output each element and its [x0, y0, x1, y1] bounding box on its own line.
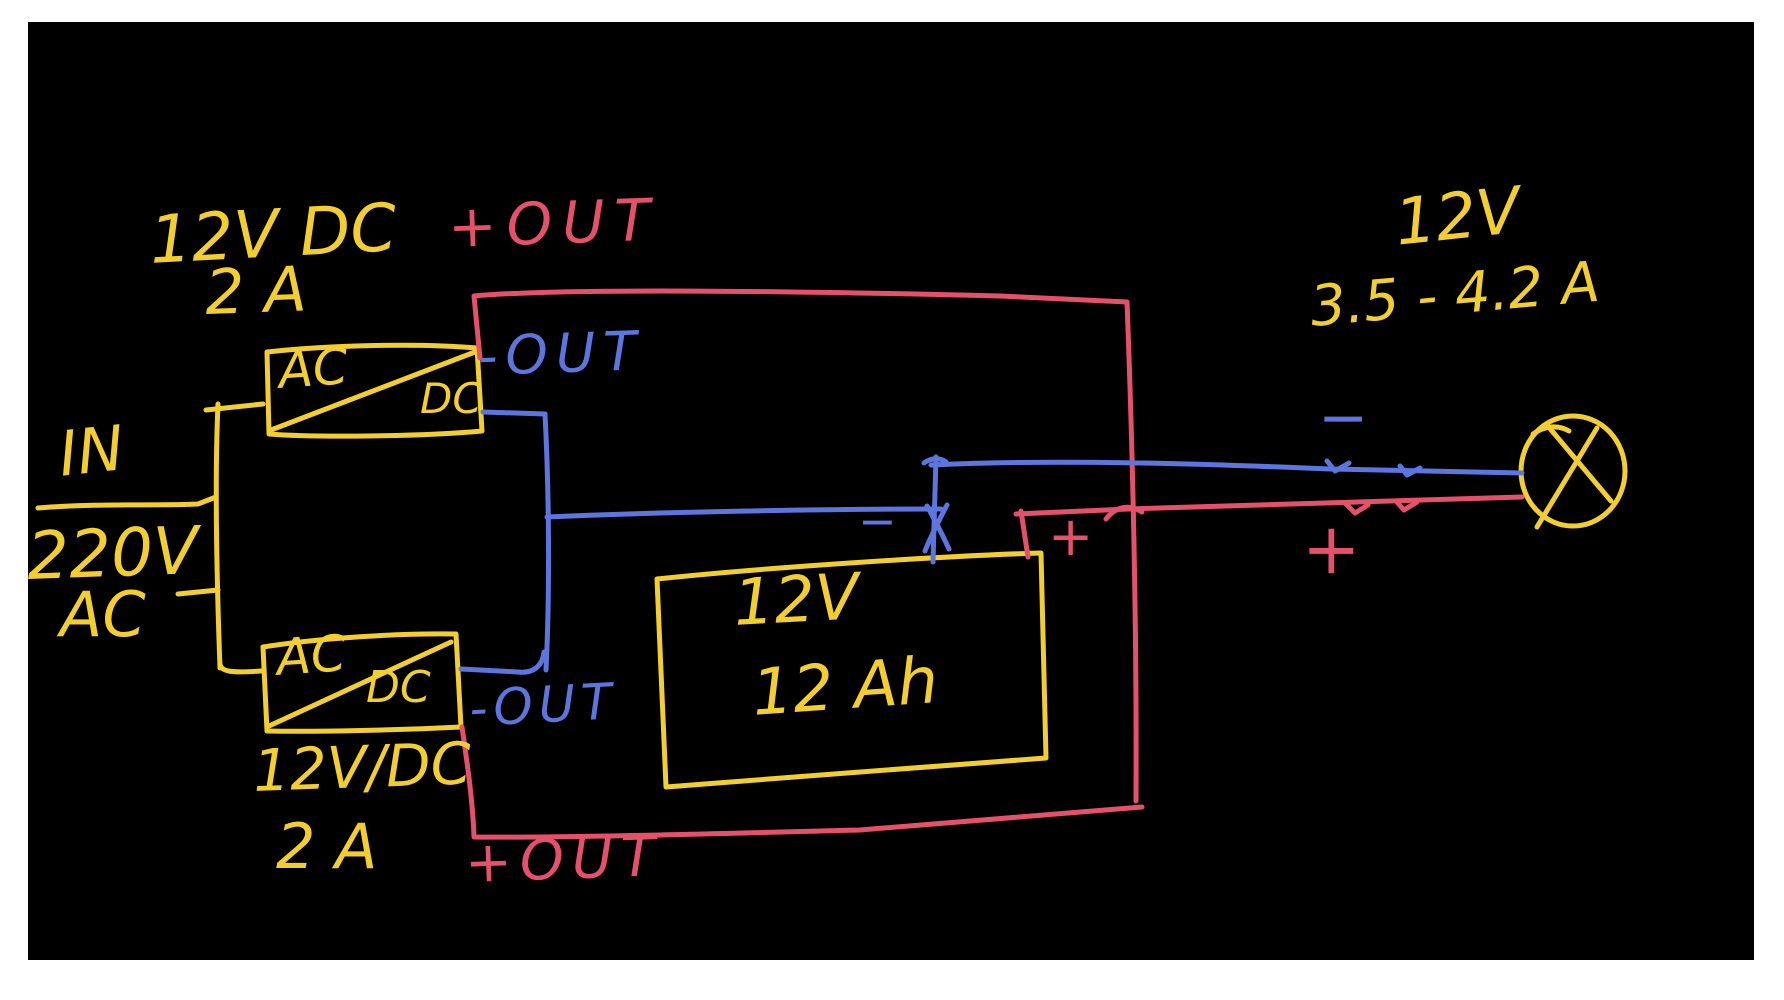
converter-top-rating-current: 2 A	[203, 252, 308, 329]
wire-minus-branch	[544, 506, 944, 520]
lamp-voltage: 12V	[1391, 173, 1524, 261]
wire-plus-top	[471, 288, 1130, 361]
lamp-minus-sign: −	[1318, 383, 1369, 453]
converter-bottom-dc-port: DC	[366, 662, 431, 713]
wire-plus-bottom	[459, 724, 1145, 840]
negative-wiring	[458, 409, 1525, 675]
input-elbow-bottom	[217, 661, 264, 675]
converter-top-minus-out-label: -OUT	[476, 319, 646, 388]
battery-capacity: 12 Ah	[749, 644, 941, 731]
positive-wiring	[459, 288, 1525, 840]
battery-plus-sign: +	[1048, 505, 1094, 568]
battery-box-outline	[654, 550, 1049, 790]
wire-plus-to-lamp	[1013, 494, 1525, 517]
wire-plus-tick-2	[1393, 498, 1420, 513]
lamp-symbol	[1518, 413, 1628, 530]
converter-top-ac-port: AC	[276, 337, 350, 400]
wire-minus-tick-1	[1324, 458, 1352, 474]
converter-top-box	[264, 342, 485, 439]
converter-bottom-plus-out-label: +OUT	[463, 824, 665, 896]
lamp-x-hook	[1530, 424, 1572, 437]
battery-minus-scribble-1	[930, 454, 939, 565]
input-wiring	[35, 401, 266, 675]
converter-top-diagonal	[268, 349, 478, 433]
wire-plus-battery-stub	[1018, 508, 1031, 560]
power-input-type: AC	[60, 578, 146, 651]
lamp-x-stroke-1	[1544, 422, 1614, 504]
input-stub-220v	[175, 587, 221, 597]
wire-minus-to-lamp	[928, 459, 1525, 476]
input-elbow-top	[203, 401, 266, 413]
input-bus-vertical	[213, 401, 223, 671]
battery-minus-sign: −	[858, 494, 897, 548]
converter-bottom-rating-voltage: 12V/DC	[251, 729, 473, 805]
converter-top-plus-out-label: +OUT	[446, 185, 662, 261]
battery-minus-scribble-3	[922, 502, 950, 554]
wire-minus-vertical	[542, 411, 552, 673]
wire-minus-conv2-out	[458, 649, 547, 675]
converter-bottom-diagonal	[266, 639, 454, 729]
battery-voltage: 12V	[731, 560, 861, 641]
converter-top-outline	[264, 342, 485, 439]
lamp-plus-sign: +	[1302, 508, 1361, 590]
wire-plus-tick-1	[1343, 501, 1371, 516]
lamp-x-stroke-2	[1534, 425, 1600, 530]
power-input-label: IN	[55, 411, 128, 491]
converter-bottom-minus-out-label: -OUT	[467, 672, 620, 738]
drawing-canvas[interactable]	[28, 22, 1754, 960]
wire-plus-junction-hook	[1103, 504, 1145, 522]
wire-minus-tick-2	[1397, 463, 1423, 478]
converter-top-dc-port: DC	[420, 374, 482, 423]
wire-minus-conv1-out	[480, 409, 548, 417]
in-terminal-line	[35, 494, 219, 511]
battery-minus-scribble-4	[921, 456, 949, 466]
wire-plus-right-vertical	[1124, 299, 1139, 804]
converter-bottom-rating-current: 2 A	[276, 810, 378, 883]
converter-bottom-ac-port: AC	[274, 624, 348, 687]
battery-minus-scribble-2	[924, 503, 952, 552]
